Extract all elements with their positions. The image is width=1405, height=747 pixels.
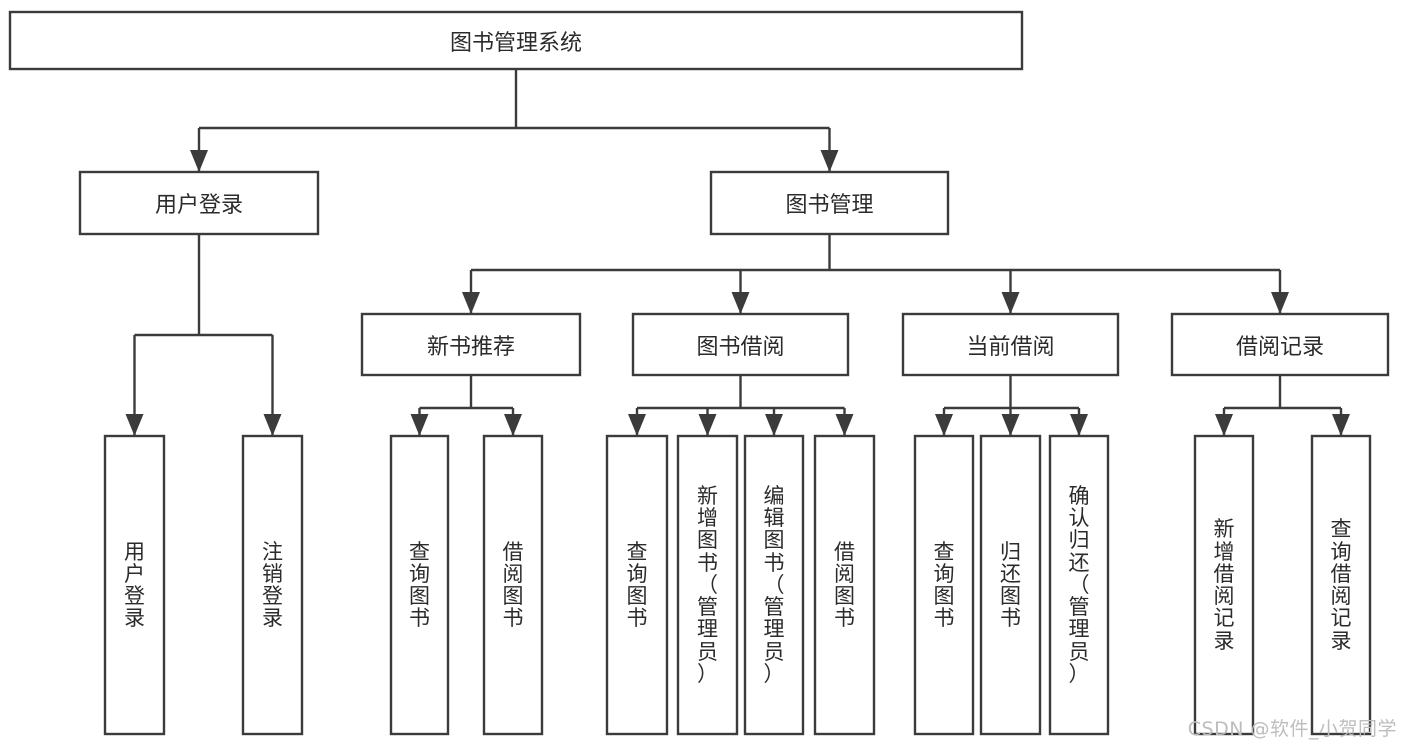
arrow-head-icon xyxy=(504,414,522,436)
level1-node-1[interactable] xyxy=(78,170,320,236)
arrow-head-icon xyxy=(835,414,854,436)
root-node[interactable] xyxy=(8,10,1024,71)
arrow-head-icon xyxy=(410,414,429,436)
leaf-node-7[interactable] xyxy=(743,434,805,736)
arrow-head-icon xyxy=(462,292,480,314)
arrow-head-icon xyxy=(698,414,717,436)
arrow-head-icon xyxy=(1001,414,1020,436)
arrow-head-icon xyxy=(1070,414,1088,436)
node-box-layer xyxy=(8,10,1390,736)
level2-node-2[interactable] xyxy=(631,312,850,377)
arrow-head-icon xyxy=(1001,292,1020,314)
leaf-node-10[interactable] xyxy=(979,434,1042,736)
csdn-watermark: CSDN @软件_小贺同学 xyxy=(1187,718,1397,740)
leaf-node-1[interactable] xyxy=(103,434,166,736)
level2-node-1[interactable] xyxy=(360,312,582,377)
arrow-head-icon xyxy=(190,150,208,172)
leaf-node-3[interactable] xyxy=(389,434,450,736)
arrow-head-icon xyxy=(1215,414,1233,436)
leaf-node-9[interactable] xyxy=(913,434,975,736)
leaf-node-2[interactable] xyxy=(241,434,304,736)
arrow-head-icon xyxy=(263,414,282,436)
arrow-head-icon xyxy=(935,414,953,436)
arrow-head-icon xyxy=(628,414,646,436)
leaf-node-13[interactable] xyxy=(1310,434,1372,736)
arrow-head-icon xyxy=(820,150,839,172)
leaf-node-5[interactable] xyxy=(605,434,669,736)
arrow-head-icon xyxy=(731,292,750,314)
connector-layer xyxy=(125,69,1350,436)
level1-node-2[interactable] xyxy=(709,170,950,236)
arrow-head-icon xyxy=(1332,414,1350,436)
arrow-head-icon xyxy=(765,414,783,436)
level2-node-4[interactable] xyxy=(1170,312,1390,377)
leaf-node-11[interactable] xyxy=(1048,434,1110,736)
leaf-node-4[interactable] xyxy=(482,434,544,736)
leaf-node-6[interactable] xyxy=(676,434,739,736)
leaf-node-8[interactable] xyxy=(813,434,876,736)
level2-node-3[interactable] xyxy=(901,312,1120,377)
arrow-head-icon xyxy=(125,414,144,436)
leaf-node-12[interactable] xyxy=(1193,434,1255,736)
arrow-head-icon xyxy=(1271,292,1289,314)
